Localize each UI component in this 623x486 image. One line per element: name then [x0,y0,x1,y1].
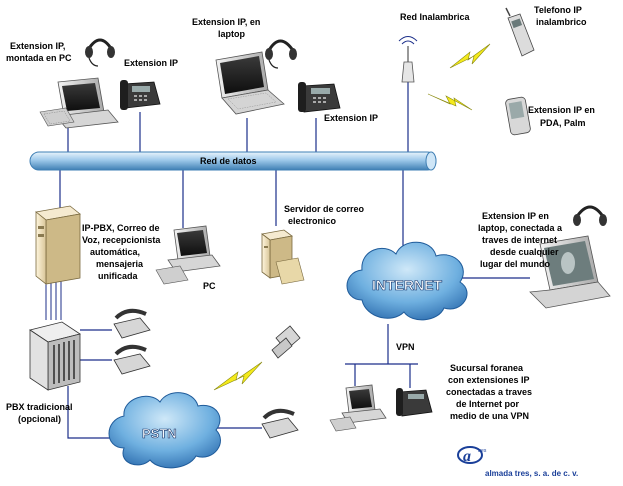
red-inalambrica-label: Red Inalambrica [400,12,471,22]
vpn-label: VPN [396,342,415,352]
mobile-phone-icon [271,325,301,359]
logo-small-text: tres [478,448,487,454]
ip-phone-icon [298,82,341,113]
mail-server [261,229,305,285]
remote-label-1: Extension IP en [482,211,549,221]
ippbx-label-2: Voz, recepcionista [82,235,161,245]
ip-pbx-server [35,205,81,285]
link-pbx-pstn [67,386,116,439]
logo-letter: a [463,448,471,465]
ippbx-label-4: mensajeria [96,259,144,269]
sucursal-label-2: con extensiones IP [448,375,530,385]
remote-label-5: lugar del mundo [480,259,551,269]
cordless-phone-icon [505,7,535,57]
analog-phone-icon [113,344,151,375]
remote-laptop [529,235,611,309]
ext-pc-label-1: Extension IP, [10,41,65,51]
remote-label-4: desde cualquier [490,247,559,257]
sucursal-label-1: Sucursal foranea [450,363,524,373]
servidor-label-2: electronico [288,216,337,226]
pc-extension-computer [39,77,119,129]
ippbx-label-3: automática, [90,247,140,257]
ext-pc-label-2: montada en PC [6,53,72,63]
data-network-bus: Red de datos [29,151,437,171]
sucursal-label-4: de Internet por [456,399,520,409]
sucursal-label-3: conectadas a traves [446,387,532,397]
ippbx-label-5: unificada [98,271,139,281]
headset-icon [573,205,607,226]
pc-computer [155,225,221,285]
tel-ip-label-1: Telefono IP [534,5,582,15]
ext-laptop-label-1: Extension IP, en [192,17,260,27]
company-name: almada tres, s. a. de c. v. [485,469,578,478]
ext-ip-mid-label: Extension IP [324,113,378,123]
remote-label-2: laptop, conectada a [478,223,563,233]
lightning-bolt-icon [213,361,263,391]
pda-label-1: Extension IP en [528,105,595,115]
company-logo: a tres [457,446,487,465]
pda-label-2: PDA, Palm [540,118,586,128]
headset-icon [85,38,115,67]
servidor-label-1: Servidor de correo [284,204,365,214]
pbx-label-2: (opcional) [18,414,61,424]
internet-cloud: INTERNET [346,241,468,321]
red-de-datos-label: Red de datos [200,156,257,166]
ip-phone-icon [396,388,433,417]
wireless-antenna-icon [398,36,418,83]
lightning-bolt-icon [427,93,473,111]
pbx-label-1: PBX tradicional [6,402,73,412]
ext-ip-top-label: Extension IP [124,58,178,68]
headset-icon [265,39,297,69]
internet-label: INTERNET [372,277,442,293]
laptop-extension [215,51,285,115]
tel-ip-label-2: inalambrico [536,17,587,27]
ext-laptop-label-2: laptop [218,29,245,39]
analog-phone-icon [261,408,299,439]
branch-pc [329,384,387,432]
connections [45,80,530,439]
ip-phone-icon [120,80,161,110]
pc-label: PC [203,281,216,291]
pstn-cloud: PSTN [108,392,221,469]
remote-label-3: traves de internet [482,235,557,245]
pda-icon [505,96,531,136]
sucursal-label-5: medio de una VPN [450,411,529,421]
ippbx-label-1: IP-PBX, Correo de [82,223,160,233]
pstn-label: PSTN [142,426,177,441]
lightning-bolt-icon [449,43,491,69]
pbx-cabinet [29,321,81,391]
analog-phone-icon [113,308,151,339]
